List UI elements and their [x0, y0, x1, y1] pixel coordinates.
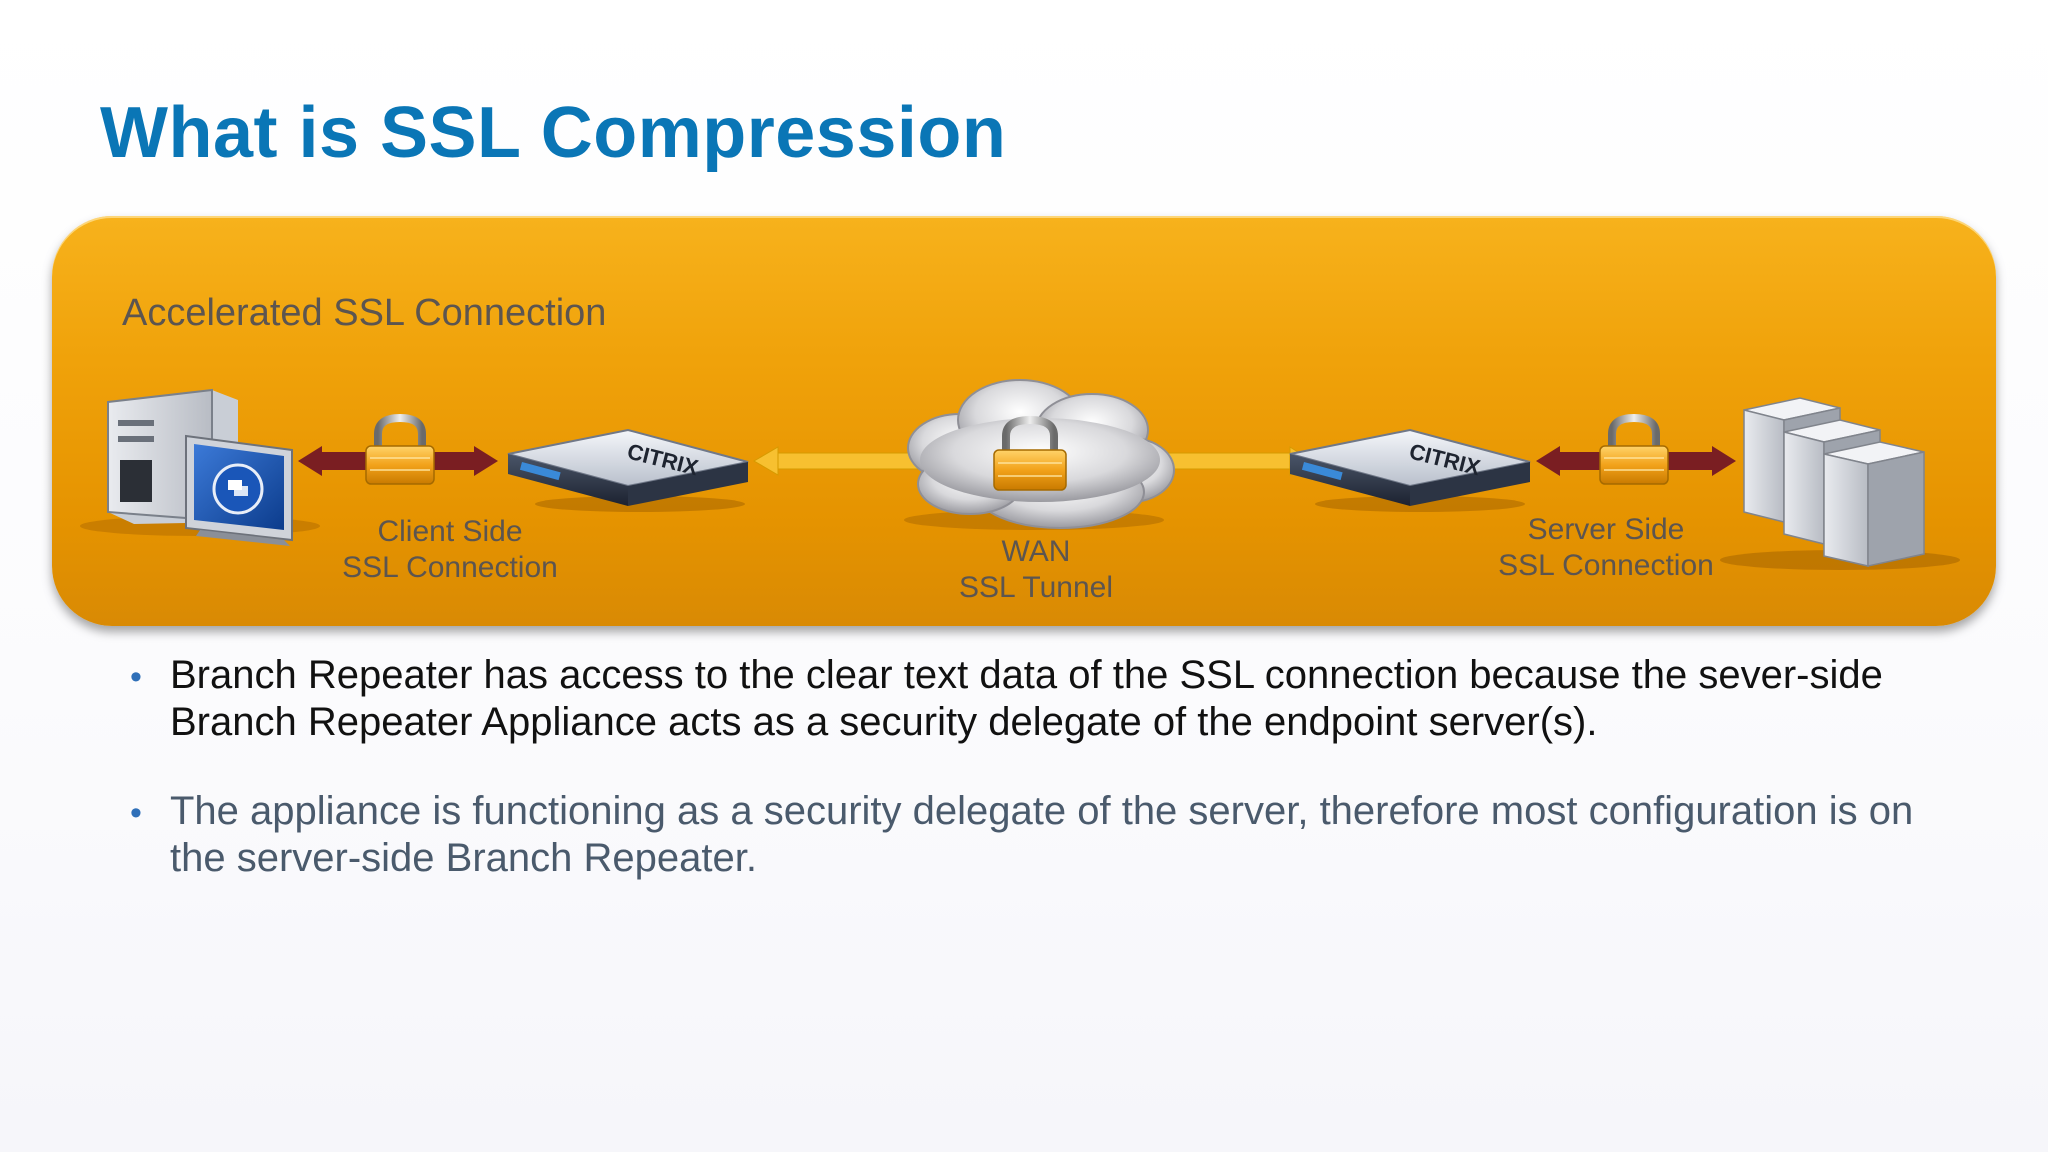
bullet-list: • Branch Repeater has access to the clea…: [130, 652, 1930, 924]
client-lock-icon: [365, 413, 435, 485]
wan-arrow-left: [753, 446, 925, 476]
bullet-text: The appliance is functioning as a securi…: [170, 789, 1914, 880]
client-citrix-appliance-icon: CITRIX: [507, 428, 749, 512]
bullet-dot-icon: •: [130, 658, 142, 696]
bullet-item: • Branch Repeater has access to the clea…: [130, 652, 1930, 746]
wan-caption-line1: WAN: [1001, 535, 1071, 568]
banner-label: Accelerated SSL Connection: [122, 292, 607, 334]
wan-caption-line2: SSL Tunnel: [959, 571, 1113, 604]
server-caption-line1: Server Side: [1527, 513, 1685, 546]
server-caption-line2: SSL Connection: [1498, 549, 1714, 582]
wan-caption: WAN SSL Tunnel: [886, 534, 1186, 606]
client-caption-line2: SSL Connection: [342, 551, 558, 584]
wan-arrow-right: [1159, 446, 1313, 476]
client-caption-line1: Client Side: [377, 515, 523, 548]
server-lock-icon: [1599, 413, 1669, 485]
server-citrix-appliance-icon: CITRIX: [1289, 428, 1531, 512]
bullet-dot-icon: •: [130, 794, 142, 832]
bullet-text: Branch Repeater has access to the clear …: [170, 653, 1883, 744]
server-caption: Server Side SSL Connection: [1456, 512, 1756, 584]
client-caption: Client Side SSL Connection: [300, 514, 600, 586]
client-computer-icon: [80, 388, 320, 546]
bullet-item: • The appliance is functioning as a secu…: [130, 788, 1930, 882]
wan-lock-icon: [993, 415, 1067, 491]
server-stack-icon: [1720, 397, 1960, 570]
slide-title: What is SSL Compression: [100, 93, 1007, 173]
